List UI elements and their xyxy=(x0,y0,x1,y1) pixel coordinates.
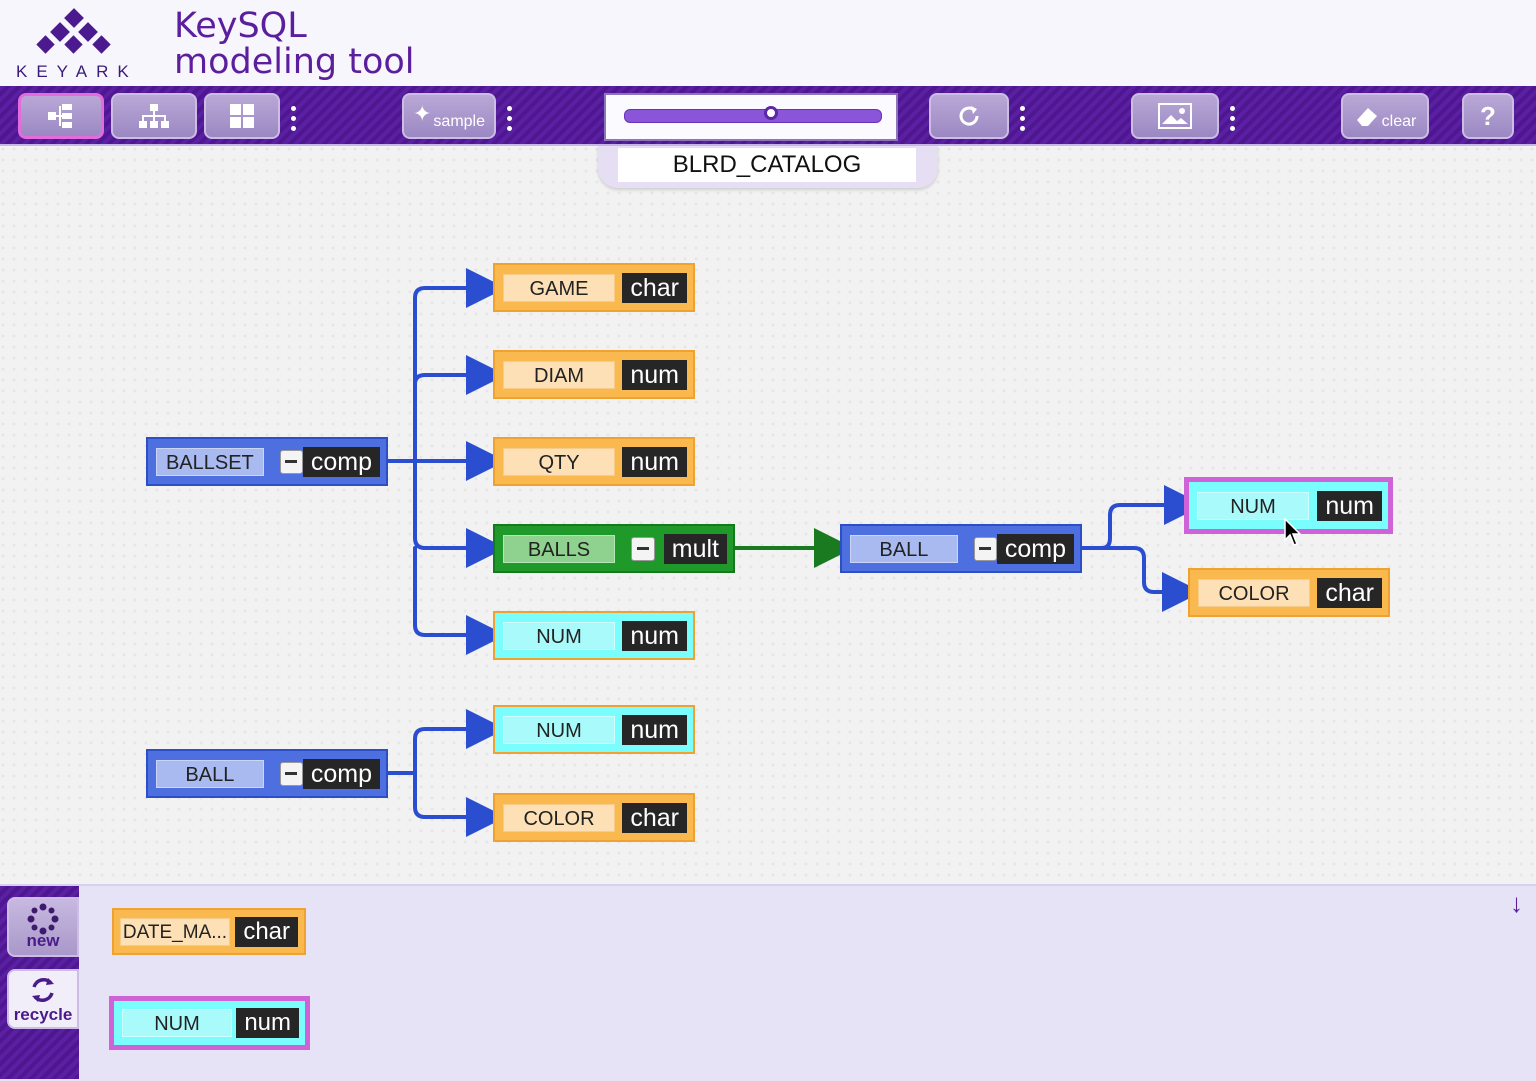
logo-wordmark: KEYARK xyxy=(16,62,138,81)
collapse-icon[interactable] xyxy=(973,536,997,561)
refresh-button[interactable] xyxy=(929,93,1009,139)
keyark-logo-icon xyxy=(36,8,111,54)
model-name-field[interactable]: BLRD_CATALOG xyxy=(618,148,916,182)
attribute-node-game[interactable]: GAME char xyxy=(493,263,695,312)
node-type[interactable]: comp xyxy=(302,758,380,789)
collapse-icon[interactable] xyxy=(279,449,303,474)
node-name[interactable]: DATE_MA... xyxy=(120,917,230,946)
refresh-more-menu[interactable] xyxy=(1020,106,1026,136)
node-name[interactable]: COLOR xyxy=(1198,578,1310,607)
node-name[interactable]: NUM xyxy=(1197,491,1309,520)
node-type[interactable]: mult xyxy=(663,533,727,564)
node-name[interactable]: QTY xyxy=(503,447,615,476)
recycle-button[interactable]: recycle xyxy=(7,969,79,1029)
key-node-num[interactable]: NUM num xyxy=(493,611,695,660)
refresh-icon xyxy=(959,106,979,126)
sample-label: sample xyxy=(433,113,485,130)
sparkle-burst-icon xyxy=(27,903,59,935)
node-name[interactable]: NUM xyxy=(503,621,615,650)
node-type[interactable]: num xyxy=(622,359,687,390)
collapse-icon[interactable] xyxy=(631,536,655,561)
export-more-menu[interactable] xyxy=(1230,106,1236,136)
node-type[interactable]: num xyxy=(1317,490,1382,521)
sample-more-menu[interactable] xyxy=(507,106,513,136)
node-name[interactable]: BALL xyxy=(156,759,264,788)
node-name[interactable]: BALLSET xyxy=(156,447,264,476)
clear-button[interactable]: clear xyxy=(1341,93,1429,139)
new-element-button[interactable]: new xyxy=(7,897,79,957)
zoom-slider[interactable] xyxy=(604,93,898,141)
grid-view-button[interactable] xyxy=(204,93,280,139)
attribute-node-color[interactable]: COLOR char xyxy=(1188,568,1390,617)
node-name[interactable]: NUM xyxy=(503,715,615,744)
node-type[interactable]: num xyxy=(236,1008,299,1038)
node-name[interactable]: COLOR xyxy=(503,803,615,832)
mouse-cursor-icon xyxy=(1284,518,1302,546)
node-type[interactable]: comp xyxy=(302,446,380,477)
node-type[interactable]: char xyxy=(235,916,298,947)
node-type[interactable]: char xyxy=(622,802,687,833)
node-name[interactable]: BALLS xyxy=(503,534,615,563)
view-more-menu[interactable] xyxy=(291,106,297,136)
tree-layout-icon xyxy=(48,104,72,128)
collapse-icon[interactable] xyxy=(279,761,303,786)
attribute-node-qty[interactable]: QTY num xyxy=(493,437,695,486)
toolbar: ✦ sample clear ? xyxy=(0,86,1536,146)
node-name[interactable]: GAME xyxy=(503,273,615,302)
app-title-line2: modeling tool xyxy=(174,42,415,82)
entity-node-ball-standalone[interactable]: BALL comp xyxy=(146,749,388,798)
node-type[interactable]: num xyxy=(622,620,687,651)
model-name-tab: BLRD_CATALOG xyxy=(598,146,938,188)
eraser-icon xyxy=(1356,108,1377,126)
sample-button[interactable]: ✦ sample xyxy=(402,93,496,139)
collection-node-balls[interactable]: BALLS mult xyxy=(493,524,735,573)
hierarchy-icon xyxy=(139,104,169,128)
node-type[interactable]: comp xyxy=(996,533,1074,564)
node-type[interactable]: num xyxy=(622,446,687,477)
node-name[interactable]: BALL xyxy=(850,534,958,563)
entity-node-ball[interactable]: BALL comp xyxy=(840,524,1082,573)
zoom-slider-track[interactable] xyxy=(624,106,882,123)
help-button[interactable]: ? xyxy=(1462,93,1514,139)
key-node-num[interactable]: NUM num xyxy=(493,705,695,754)
scroll-down-arrow-icon[interactable]: ↓ xyxy=(1510,888,1523,918)
clear-label: clear xyxy=(1381,113,1417,130)
model-canvas[interactable] xyxy=(0,146,1536,884)
app-title: KeySQL modeling tool xyxy=(174,8,415,80)
node-type[interactable]: char xyxy=(622,272,687,303)
recycle-label: recycle xyxy=(13,1005,73,1024)
recycle-icon xyxy=(32,978,54,1002)
new-label: new xyxy=(26,931,60,950)
palette-item-num[interactable]: NUM num xyxy=(109,996,310,1050)
node-name[interactable]: NUM xyxy=(122,1009,232,1037)
app-header: KEYARK KeySQL modeling tool xyxy=(0,0,1536,86)
app-title-line1: KeySQL xyxy=(174,6,307,46)
attribute-node-color[interactable]: COLOR char xyxy=(493,793,695,842)
grid-icon xyxy=(230,104,254,128)
node-name[interactable]: DIAM xyxy=(503,360,615,389)
image-icon xyxy=(1158,103,1192,129)
node-type[interactable]: char xyxy=(1317,577,1382,608)
sparkle-icon: ✦ xyxy=(412,101,432,126)
hierarchy-view-button[interactable] xyxy=(111,93,197,139)
export-image-button[interactable] xyxy=(1131,93,1219,139)
zoom-slider-thumb[interactable] xyxy=(763,106,778,120)
attribute-node-diam[interactable]: DIAM num xyxy=(493,350,695,399)
palette-item-date[interactable]: DATE_MA... char xyxy=(112,908,306,955)
tree-view-button[interactable] xyxy=(18,93,104,139)
node-type[interactable]: num xyxy=(622,714,687,745)
entity-node-ballset[interactable]: BALLSET comp xyxy=(146,437,388,486)
